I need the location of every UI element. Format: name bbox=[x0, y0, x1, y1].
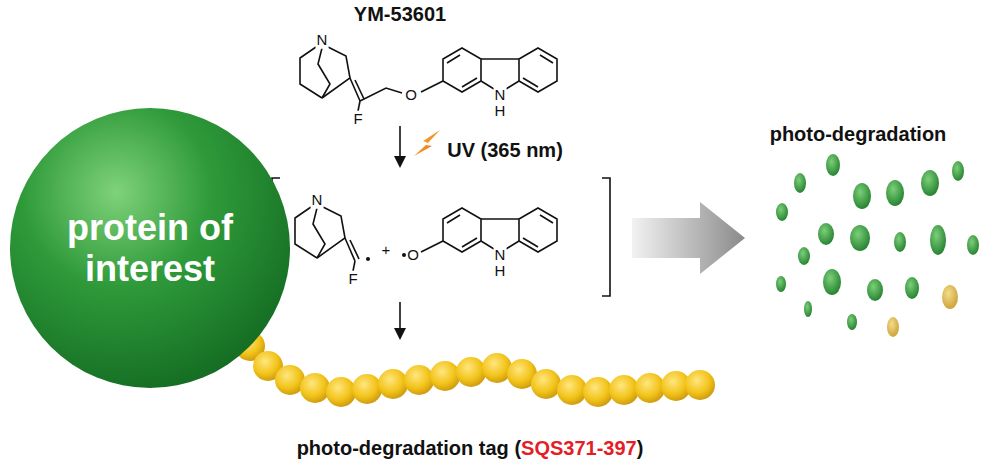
atom-label: O bbox=[404, 87, 418, 104]
tag-name: SQS371-397 bbox=[521, 437, 637, 460]
fragment bbox=[853, 183, 871, 209]
atom-label: N bbox=[494, 247, 507, 264]
fragment bbox=[826, 154, 840, 176]
tag-bead bbox=[352, 374, 382, 404]
process-arrow bbox=[632, 202, 745, 274]
fragment bbox=[804, 301, 812, 317]
ym53601-structure bbox=[300, 47, 557, 111]
tag-bead bbox=[482, 353, 512, 383]
tag-bead bbox=[456, 357, 486, 387]
tag-bead bbox=[583, 377, 613, 407]
tag-label: photo-degradation tag ( bbox=[297, 437, 521, 460]
tag-bead bbox=[557, 375, 587, 405]
fragment bbox=[794, 173, 806, 193]
tag-bead bbox=[326, 377, 356, 407]
node-label: protein of interest bbox=[50, 207, 250, 290]
fragment bbox=[887, 317, 899, 337]
fragment bbox=[818, 223, 834, 245]
protein-sphere: protein of interest bbox=[10, 108, 290, 388]
fragment bbox=[886, 180, 904, 206]
radical-structures bbox=[295, 207, 557, 271]
fragment bbox=[867, 279, 883, 301]
atom-label: F bbox=[347, 271, 358, 288]
fragment bbox=[776, 203, 788, 221]
atom-label: O bbox=[406, 247, 420, 264]
tag-bead bbox=[430, 361, 460, 391]
plus-sign: + bbox=[381, 242, 392, 259]
fragment bbox=[921, 170, 939, 196]
fragment bbox=[894, 232, 906, 252]
atom-label: H bbox=[494, 263, 507, 280]
fragment bbox=[798, 247, 810, 265]
fragment bbox=[967, 235, 979, 255]
tag-caption: photo-degradation tag (SQS371-397) bbox=[297, 437, 644, 460]
radical-bracket bbox=[272, 178, 610, 296]
atom-label: N bbox=[494, 87, 507, 104]
atom-label: H bbox=[494, 103, 507, 120]
tag-label: ) bbox=[637, 437, 644, 460]
fragment bbox=[942, 285, 958, 309]
process-label: photo-degradation bbox=[770, 123, 947, 145]
fragment bbox=[847, 314, 857, 330]
protein-fragments bbox=[776, 154, 979, 337]
fragment bbox=[776, 276, 786, 292]
atom-label: N bbox=[316, 32, 329, 49]
reaction-arrow bbox=[394, 126, 406, 168]
fragment bbox=[930, 225, 946, 255]
atom-label: F bbox=[352, 111, 363, 128]
compound-name: YM-53601 bbox=[354, 3, 446, 25]
atom-label: N bbox=[311, 192, 324, 209]
degradation-tag-chain bbox=[223, 307, 715, 407]
tag-bead bbox=[378, 369, 408, 399]
reaction-arrow bbox=[394, 302, 406, 340]
uv-bolt bbox=[414, 130, 440, 156]
tag-bead bbox=[531, 369, 561, 399]
tag-bead bbox=[609, 375, 639, 405]
tag-bead bbox=[404, 365, 434, 395]
fragment bbox=[823, 269, 841, 295]
tag-bead bbox=[300, 373, 330, 403]
fragment bbox=[952, 161, 964, 181]
uv-label: UV (365 nm) bbox=[447, 139, 563, 161]
tag-bead bbox=[685, 370, 715, 400]
tag-bead bbox=[635, 373, 665, 403]
fragment bbox=[850, 225, 870, 251]
fragment bbox=[905, 277, 919, 299]
